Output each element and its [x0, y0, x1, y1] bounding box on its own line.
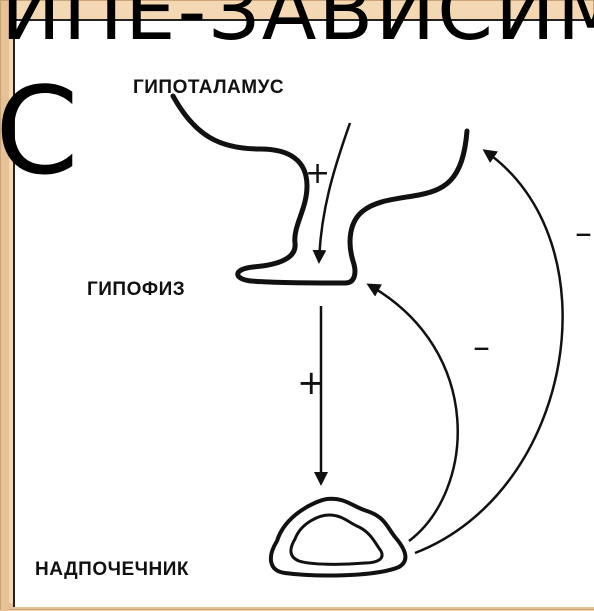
diagram-panel: ГИПОТАЛАМУС ГИПОФИЗ НАДПОЧЕЧНИК + + – – — [13, 19, 594, 607]
hpa-axis-diagram — [15, 21, 594, 607]
hypothalamus-label: ГИПОТАЛАМУС — [133, 77, 284, 99]
plus-sign-hypothalamus: + — [305, 156, 330, 191]
slide-left-glyph: С — [0, 63, 79, 202]
pituitary-label: ГИПОФИЗ — [87, 279, 185, 301]
minus-sign-pituitary-feedback: – — [473, 327, 490, 367]
slide-title-fragment: ИПЕ-ЗАВИСИМ — [1, 0, 594, 58]
adrenal-label: НАДПОЧЕЧНИК — [35, 559, 189, 581]
arrow-hypothalamus-to-pituitary — [319, 123, 350, 261]
plus-sign-pituitary: + — [297, 363, 326, 403]
minus-sign-hypothalamus-feedback: – — [575, 213, 592, 253]
adrenal-inner-outline — [291, 515, 382, 564]
arrow-feedback-adrenal-to-pituitary — [369, 285, 458, 541]
